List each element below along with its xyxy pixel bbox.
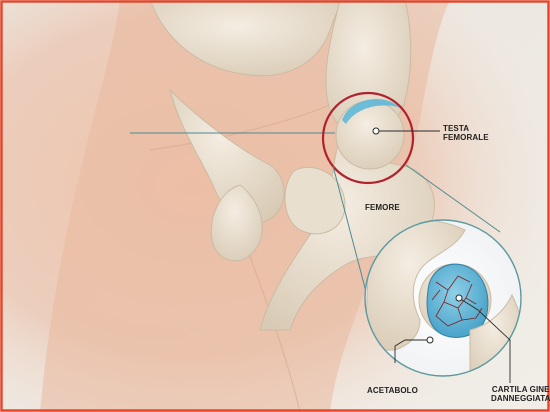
- label-acetabulum: ACETABOLO: [367, 386, 418, 395]
- acetabulum-dot: [427, 337, 433, 343]
- femoral-head-dot: [373, 128, 379, 134]
- femoral-head: [336, 101, 404, 169]
- label-damaged-cartilage: CARTILA GINE DANNEGGIATA: [491, 385, 550, 403]
- label-femoral-head: TESTA FEMORALE: [443, 124, 489, 142]
- cartilage-dot: [456, 295, 462, 301]
- label-femur: FEMORE: [365, 203, 400, 212]
